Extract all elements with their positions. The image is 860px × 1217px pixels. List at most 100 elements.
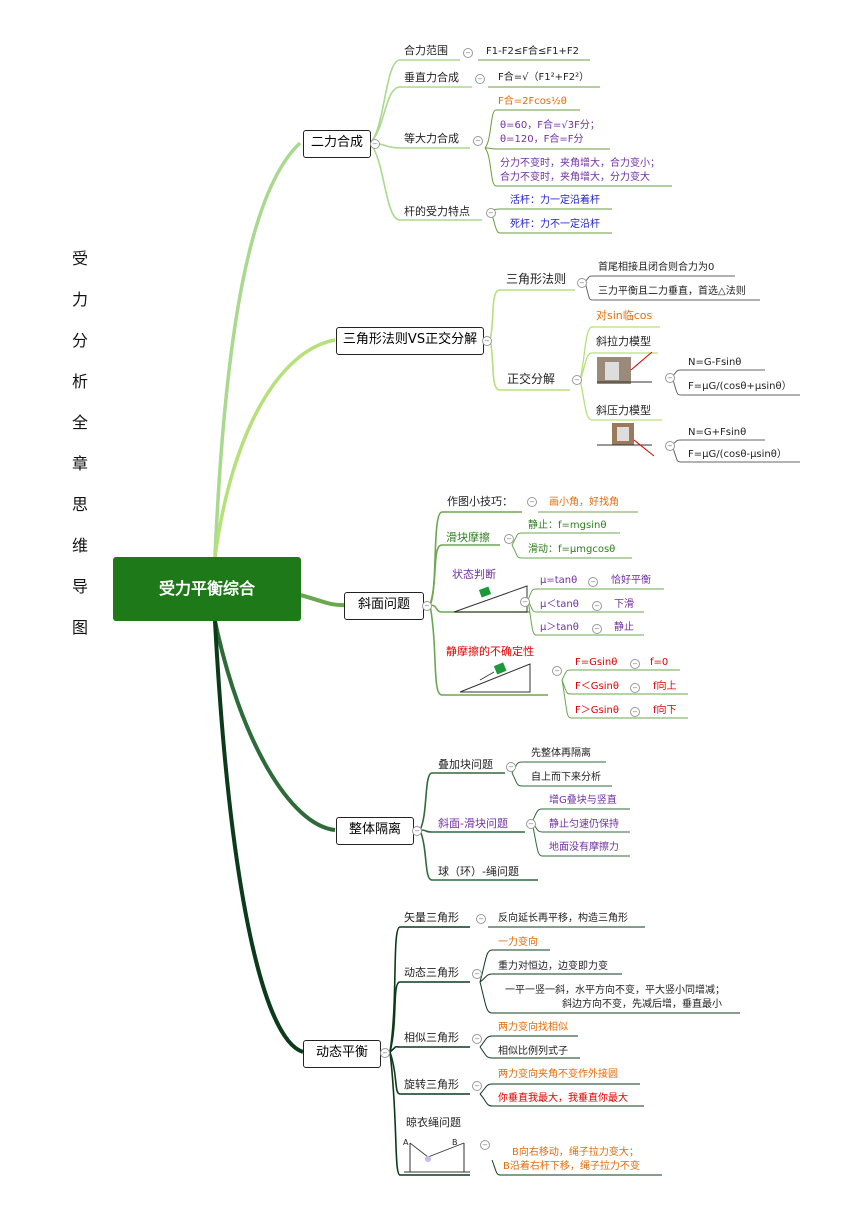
collapse-toggle-icon[interactable]: − [463, 48, 473, 58]
collapse-toggle-icon[interactable]: − [520, 597, 530, 607]
collapse-toggle-icon[interactable]: − [526, 819, 536, 829]
node-sanjiao-rule-1[interactable]: 首尾相接且闭合则合力为0 [598, 262, 715, 273]
node-zt3[interactable]: μ＞tanθ [540, 622, 579, 633]
node-shiliang-value[interactable]: 反向延长再平移，构造三角形 [498, 913, 628, 924]
collapse-toggle-icon[interactable]: − [552, 666, 562, 676]
node-zhuangtai[interactable]: 状态判断 [452, 568, 496, 581]
node-xiemian-rule-3[interactable]: 地面没有摩擦力 [549, 842, 619, 853]
node-xuanzhuan-rule-2[interactable]: 你垂直我最大，我垂直你最大 [498, 1093, 628, 1104]
node-xiangsi[interactable]: 相似三角形 [404, 1031, 459, 1044]
node-liangyi[interactable]: 晾衣绳问题 [406, 1116, 461, 1129]
node-zt3-value[interactable]: 静止 [614, 622, 634, 633]
node-jm1-value[interactable]: f=0 [650, 657, 669, 668]
collapse-toggle-icon[interactable]: − [572, 375, 582, 385]
node-zhengjiao[interactable]: 正交分解 [507, 372, 556, 386]
node-jm1[interactable]: F=Gsinθ [575, 657, 618, 668]
node-sanjiao-rule-2[interactable]: 三力平衡且二力垂直，首选△法则 [598, 286, 746, 297]
collapse-toggle-icon[interactable]: − [473, 136, 483, 146]
node-xiemian-rule-2[interactable]: 静止匀速仍保持 [549, 819, 619, 830]
node-gan[interactable]: 杆的受力特点 [404, 205, 470, 218]
collapse-toggle-icon[interactable]: − [630, 707, 640, 717]
collapse-toggle-icon[interactable]: − [527, 497, 537, 507]
node-dongtai-rule-1[interactable]: 一力变向 [498, 937, 538, 948]
node-dongtai-rule-2[interactable]: 重力对恒边，边变即力变 [498, 961, 608, 972]
node-xiemian-rule-1[interactable]: 增G叠块与竖直 [549, 795, 617, 806]
node-liangyi-rule-2[interactable]: B沿着右杆下移，绳子拉力不变 [503, 1161, 640, 1172]
collapse-toggle-icon[interactable]: − [472, 1081, 482, 1091]
node-xiela[interactable]: 斜拉力模型 [596, 335, 651, 348]
node-gan-si[interactable]: 死杆：力不一定沿杆 [510, 219, 600, 230]
node-zuotu[interactable]: 作图小技巧： [447, 495, 513, 508]
node-gan-huo[interactable]: 活杆：力一定沿着杆 [510, 195, 600, 206]
collapse-toggle-icon[interactable]: − [577, 278, 587, 288]
node-dengda-angle-2[interactable]: θ=120，F合=F分 [500, 134, 584, 145]
collapse-toggle-icon[interactable]: − [486, 208, 496, 218]
branch-two-force[interactable]: 二力合成 [303, 130, 371, 158]
node-jm3[interactable]: F＞Gsinθ [575, 705, 619, 716]
branch-dynamic-equilibrium[interactable]: 动态平衡 [303, 1040, 381, 1068]
collapse-toggle-icon[interactable]: − [588, 577, 598, 587]
node-dengda-formula[interactable]: F合=2Fcos½θ [498, 96, 567, 107]
node-jm2-value[interactable]: f向上 [653, 681, 677, 692]
center-topic[interactable]: 受力平衡综合 [113, 557, 301, 621]
node-xuanzhuan[interactable]: 旋转三角形 [404, 1078, 459, 1091]
collapse-toggle-icon[interactable]: − [370, 139, 380, 149]
node-chuizhi[interactable]: 垂直力合成 [404, 71, 459, 84]
node-dengda-rule-1[interactable]: 分力不变时，夹角增大，合力变小； [500, 158, 660, 169]
collapse-toggle-icon[interactable]: − [630, 659, 640, 669]
collapse-toggle-icon[interactable]: − [476, 914, 486, 924]
node-dongtai-rule-3b[interactable]: 斜边方向不变，先减后增，垂直最小 [562, 999, 722, 1010]
node-dengda[interactable]: 等大力合成 [404, 132, 459, 145]
node-huakuai-sliding[interactable]: 滑动：f=μmgcosθ [528, 544, 616, 555]
node-xiemian[interactable]: 斜面-滑块问题 [438, 817, 508, 830]
collapse-toggle-icon[interactable]: − [422, 601, 432, 611]
node-dongtai[interactable]: 动态三角形 [404, 966, 459, 979]
node-shiliang[interactable]: 矢量三角形 [404, 911, 459, 924]
node-chuizhi-value[interactable]: F合=√（F1²+F2²） [498, 72, 590, 83]
node-zhengjiao-tip[interactable]: 对sin临cos [596, 309, 653, 322]
node-xiangsi-rule-1[interactable]: 两力变向找相似 [498, 1022, 568, 1033]
collapse-toggle-icon[interactable]: − [480, 1140, 490, 1150]
collapse-toggle-icon[interactable]: − [412, 826, 422, 836]
node-jm2[interactable]: F＜Gsinθ [575, 681, 619, 692]
branch-incline[interactable]: 斜面问题 [344, 592, 424, 620]
node-xieya[interactable]: 斜压力模型 [596, 404, 651, 417]
branch-whole-isolation[interactable]: 整体隔离 [336, 817, 414, 845]
node-dengda-angle-1[interactable]: θ=60，F合=√3F分； [500, 120, 600, 131]
node-xuanzhuan-rule-1[interactable]: 两力变向夹角不变作外接圆 [498, 1069, 618, 1080]
node-xieya-n[interactable]: N=G+Fsinθ [688, 427, 747, 438]
collapse-toggle-icon[interactable]: − [482, 336, 492, 346]
node-huakuai-static[interactable]: 静止：f=mgsinθ [528, 520, 607, 531]
collapse-toggle-icon[interactable]: − [630, 683, 640, 693]
collapse-toggle-icon[interactable]: − [475, 74, 485, 84]
collapse-toggle-icon[interactable]: − [506, 762, 516, 772]
node-zt2-value[interactable]: 下滑 [614, 599, 634, 610]
branch-triangle-vs-orthogonal[interactable]: 三角形法则VS正交分解 [336, 327, 484, 355]
collapse-toggle-icon[interactable]: − [665, 373, 675, 383]
node-zuotu-value[interactable]: 画小角，好找角 [549, 497, 619, 508]
node-zt1-value[interactable]: 恰好平衡 [611, 575, 651, 586]
node-xieya-f[interactable]: F=μG/(cosθ-μsinθ） [688, 449, 787, 460]
node-jm3-value[interactable]: f向下 [653, 705, 677, 716]
node-diejia-rule-1[interactable]: 先整体再隔离 [531, 748, 591, 759]
collapse-toggle-icon[interactable]: − [472, 1034, 482, 1044]
node-jingmoca[interactable]: 静摩擦的不确定性 [446, 645, 534, 658]
node-heli-fanwei-value[interactable]: F1-F2≤F合≤F1+F2 [486, 46, 579, 57]
collapse-toggle-icon[interactable]: − [592, 624, 602, 634]
node-liangyi-rule-1[interactable]: B向右移动，绳子拉力变大； [512, 1147, 639, 1158]
node-diejia-rule-2[interactable]: 自上而下来分析 [531, 772, 601, 783]
node-xiela-f[interactable]: F=μG/(cosθ+μsinθ） [688, 381, 792, 392]
node-zt1[interactable]: μ=tanθ [540, 575, 578, 586]
node-qiu[interactable]: 球（环）-绳问题 [438, 865, 519, 878]
collapse-toggle-icon[interactable]: − [665, 441, 675, 451]
node-xiangsi-rule-2[interactable]: 相似比例列式子 [498, 1046, 568, 1057]
node-zt2[interactable]: μ＜tanθ [540, 599, 579, 610]
node-dongtai-rule-3a[interactable]: 一平一竖一斜，水平方向不变，平大竖小同增减； [505, 985, 725, 996]
node-diejia[interactable]: 叠加块问题 [438, 758, 493, 771]
node-dengda-rule-2[interactable]: 合力不变时，夹角增大，分力变大 [500, 172, 650, 183]
collapse-toggle-icon[interactable]: − [380, 1048, 390, 1058]
node-huakuai[interactable]: 滑块摩擦 [446, 531, 490, 544]
collapse-toggle-icon[interactable]: − [472, 969, 482, 979]
node-heli-fanwei[interactable]: 合力范围 [404, 44, 448, 57]
collapse-toggle-icon[interactable]: − [504, 534, 514, 544]
